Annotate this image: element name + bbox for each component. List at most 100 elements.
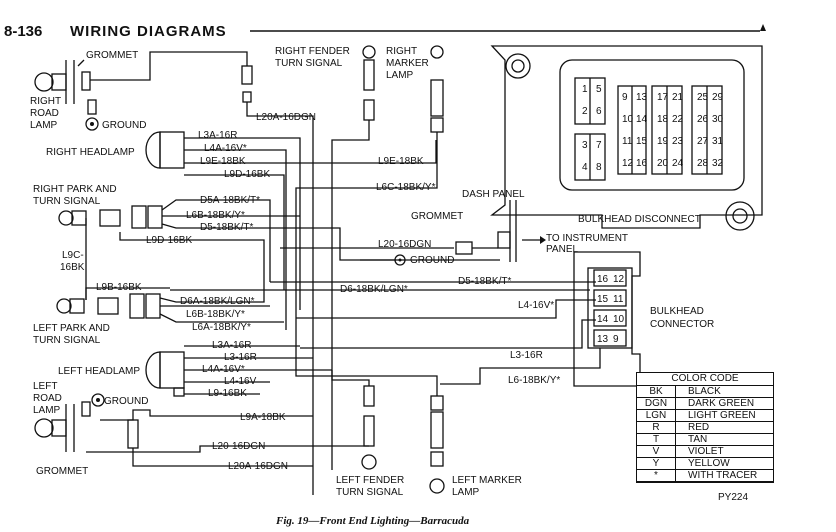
bulkhead-connector <box>573 251 641 387</box>
left-park-turn-label-2: TURN SIGNAL <box>33 335 101 346</box>
color-code-name: YELLOW <box>675 457 773 470</box>
dash-panel-label: DASH PANEL <box>462 189 525 200</box>
wire-L6A: L6A-18BK/Y* <box>192 322 251 333</box>
wire-L4: L4-16V <box>224 376 257 387</box>
right-park-turn-label-2: TURN SIGNAL <box>33 196 101 207</box>
to-instrument-panel-2: PANEL <box>546 244 578 255</box>
left-marker-lamp-label-2: LAMP <box>452 487 480 498</box>
cavity-number: 6 <box>596 106 602 117</box>
right-park-turn-label-1: RIGHT PARK AND <box>33 184 117 195</box>
wire-L4A-top: L4A-16V* <box>204 143 247 154</box>
wire-L20A-bottom: L20A-16DGN <box>228 461 288 472</box>
ground-mid-label: GROUND <box>410 255 454 266</box>
left-marker-lamp <box>429 395 445 494</box>
wire-D6A: D6A-18BK/LGN* <box>180 296 255 307</box>
wire-D6: D6-18BK/LGN* <box>340 284 408 295</box>
cavity-number: 30 <box>712 114 724 125</box>
cavity-number: 17 <box>657 92 669 103</box>
color-code-abbrev: DGN <box>637 397 676 410</box>
wire-L3: L3-16R <box>224 352 257 363</box>
cavity-number: 24 <box>672 158 684 169</box>
cavity-number: 16 <box>636 158 648 169</box>
right-headlamp <box>145 131 185 169</box>
connector-cavity-number: 13 <box>597 334 609 345</box>
right-marker-lamp <box>430 45 444 133</box>
left-park-turn-label-1: LEFT PARK AND <box>33 323 110 334</box>
wire-L6C: L6C-18BK/Y* <box>376 182 436 193</box>
right-road-lamp <box>34 60 99 131</box>
color-code-name: TAN <box>675 433 773 446</box>
bulkhead-connector-label-2: CONNECTOR <box>650 319 714 330</box>
cavity-number: 11 <box>622 136 633 147</box>
cavity-number: 12 <box>622 158 634 169</box>
wire-L9C-1: L9C- <box>62 250 84 261</box>
color-code-abbrev: * <box>637 469 676 482</box>
left-fender-turn-signal <box>361 385 377 470</box>
arrow-up-icon <box>760 24 766 31</box>
wire-L9E: L9E-18BK <box>378 156 424 167</box>
left-road-lamp-label-2: ROAD <box>33 393 62 404</box>
connector-cavity <box>593 329 627 347</box>
right-fender-turn-signal <box>362 45 376 121</box>
color-code-abbrev: BK <box>637 386 676 398</box>
wire-L9B: L9B-16BK <box>96 282 142 293</box>
left-fender-turn-signal-label-1: LEFT FENDER <box>336 475 404 486</box>
wire-L9C-2: 16BK <box>60 262 85 273</box>
cavity-number: 4 <box>582 162 588 173</box>
connector-cavity-number: 9 <box>613 334 619 345</box>
cavity-number: 31 <box>712 136 724 147</box>
page-number: 8-136 <box>4 23 42 40</box>
wire-D5: D5-18BK/T* <box>200 222 253 233</box>
right-fender-turn-signal-label-2: TURN SIGNAL <box>275 58 343 69</box>
wire-L20: L20-16DGN <box>378 239 431 250</box>
figure-code: PY224 <box>718 492 748 503</box>
cavity-number: 28 <box>697 158 709 169</box>
ground-top-label: GROUND <box>102 120 146 131</box>
bulkhead-disconnect-label: BULKHEAD DISCONNECT <box>578 214 701 225</box>
figure-caption: Fig. 19—Front End Lighting—Barracuda <box>275 515 470 527</box>
color-code-abbrev: V <box>637 445 676 458</box>
ground-bottom-label: GROUND <box>104 396 148 407</box>
color-code-abbrev: T <box>637 433 676 446</box>
grommet-bottom-label: GROMMET <box>36 466 88 477</box>
right-marker-lamp-label-1: RIGHT <box>386 46 417 57</box>
left-road-lamp-label-1: LEFT <box>33 381 57 392</box>
to-instrument-panel-1: TO INSTRUMENT <box>546 233 628 244</box>
cavity-number: 13 <box>636 92 648 103</box>
right-marker-lamp-label-2: MARKER <box>386 58 429 69</box>
cavity-number: 8 <box>596 162 602 173</box>
wire-L20A-top: L20A-16DGN <box>256 112 316 123</box>
connector-cavity-number: 15 <box>597 294 609 305</box>
wire-L6: L6-18BK/Y* <box>508 375 560 386</box>
wire-L3-right: L3-16R <box>510 350 543 361</box>
cavity-number: 21 <box>672 92 684 103</box>
left-road-lamp-label-3: LAMP <box>33 405 61 416</box>
color-code-row: *WITH TRACER <box>637 469 773 482</box>
connector-cavity <box>593 309 627 327</box>
color-code-name: WITH TRACER <box>675 469 773 482</box>
wire-D5-right: D5-18BK/T* <box>458 276 511 287</box>
cavity-number: 23 <box>672 136 684 147</box>
cavity-number: 15 <box>636 136 648 147</box>
wire-L6B-bottom: L6B-18BK/Y* <box>186 309 245 320</box>
cavity-number: 3 <box>582 140 588 151</box>
right-headlamp-label: RIGHT HEADLAMP <box>46 147 135 158</box>
cavity-number: 27 <box>697 136 709 147</box>
wire-L4A-bottom: L4A-16V* <box>202 364 245 375</box>
left-headlamp <box>145 351 185 397</box>
connector-cavity-number: 14 <box>597 314 609 325</box>
dash-panel <box>497 200 517 262</box>
color-code-abbrev: LGN <box>637 409 676 422</box>
right-road-lamp-label-1: RIGHT <box>30 96 61 107</box>
right-road-lamp-label-2: ROAD <box>30 108 59 119</box>
left-fender-turn-signal-label-2: TURN SIGNAL <box>336 487 404 498</box>
left-headlamp-label: LEFT HEADLAMP <box>58 366 140 377</box>
wire-L9D-2: L9D-16BK <box>146 235 192 246</box>
